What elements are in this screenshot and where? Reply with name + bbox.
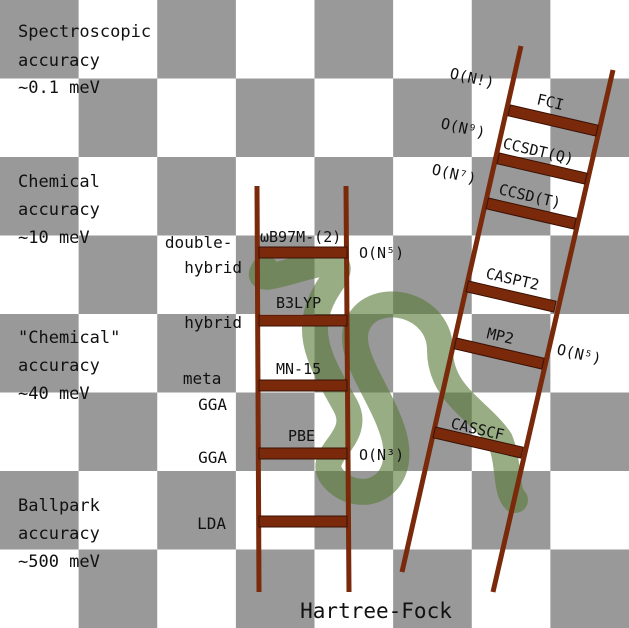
checker-square: [393, 471, 472, 550]
checker-square: [315, 79, 394, 158]
category-hybrid: hybrid: [184, 313, 242, 332]
checker-square: [550, 0, 629, 79]
checker-square: [550, 393, 629, 472]
checker-square: [0, 314, 79, 393]
checker-square: [315, 157, 394, 236]
checker-square: [157, 79, 236, 158]
checker-square: [315, 0, 394, 79]
accuracy-label-ballpark: Ballpark accuracy ~500 meV: [18, 496, 110, 572]
method-mn15: MN-15: [276, 360, 321, 378]
checker-square: [79, 157, 158, 236]
checker-square: [236, 157, 315, 236]
dft-rung-hybrid: [259, 315, 347, 326]
checker-square: [79, 393, 158, 472]
method-b3lyp: B3LYP: [276, 294, 321, 312]
checker-square: [550, 471, 629, 550]
checker-square: [157, 0, 236, 79]
checker-square: [157, 471, 236, 550]
ground-label-hartree-fock: Hartree-Fock: [300, 599, 452, 623]
checker-square: [550, 550, 629, 628]
checker-square: [157, 550, 236, 628]
checker-square: [0, 393, 79, 472]
checker-square: [550, 236, 629, 315]
dft-rung-meta-gga: [259, 380, 347, 391]
dft-rung-lda: [259, 516, 347, 527]
checker-square: [236, 79, 315, 158]
checker-square: [79, 236, 158, 315]
dft-rung-double-hybrid: [259, 247, 347, 258]
checker-square: [236, 471, 315, 550]
scaling-gga: O(N³): [359, 446, 404, 464]
category-gga: GGA: [198, 448, 227, 467]
dft-rung-gga: [259, 448, 347, 459]
checker-square: [0, 157, 79, 236]
category-lda: LDA: [197, 514, 226, 533]
checker-square: [236, 0, 315, 79]
checker-square: [472, 0, 551, 79]
method-wb97m-2: ωB97M-(2): [260, 228, 341, 246]
checker-square: [472, 550, 551, 628]
checker-square: [157, 157, 236, 236]
checker-square: [79, 314, 158, 393]
method-pbe: PBE: [288, 427, 315, 445]
scaling-double-hybrid: O(N⁵): [359, 244, 404, 262]
